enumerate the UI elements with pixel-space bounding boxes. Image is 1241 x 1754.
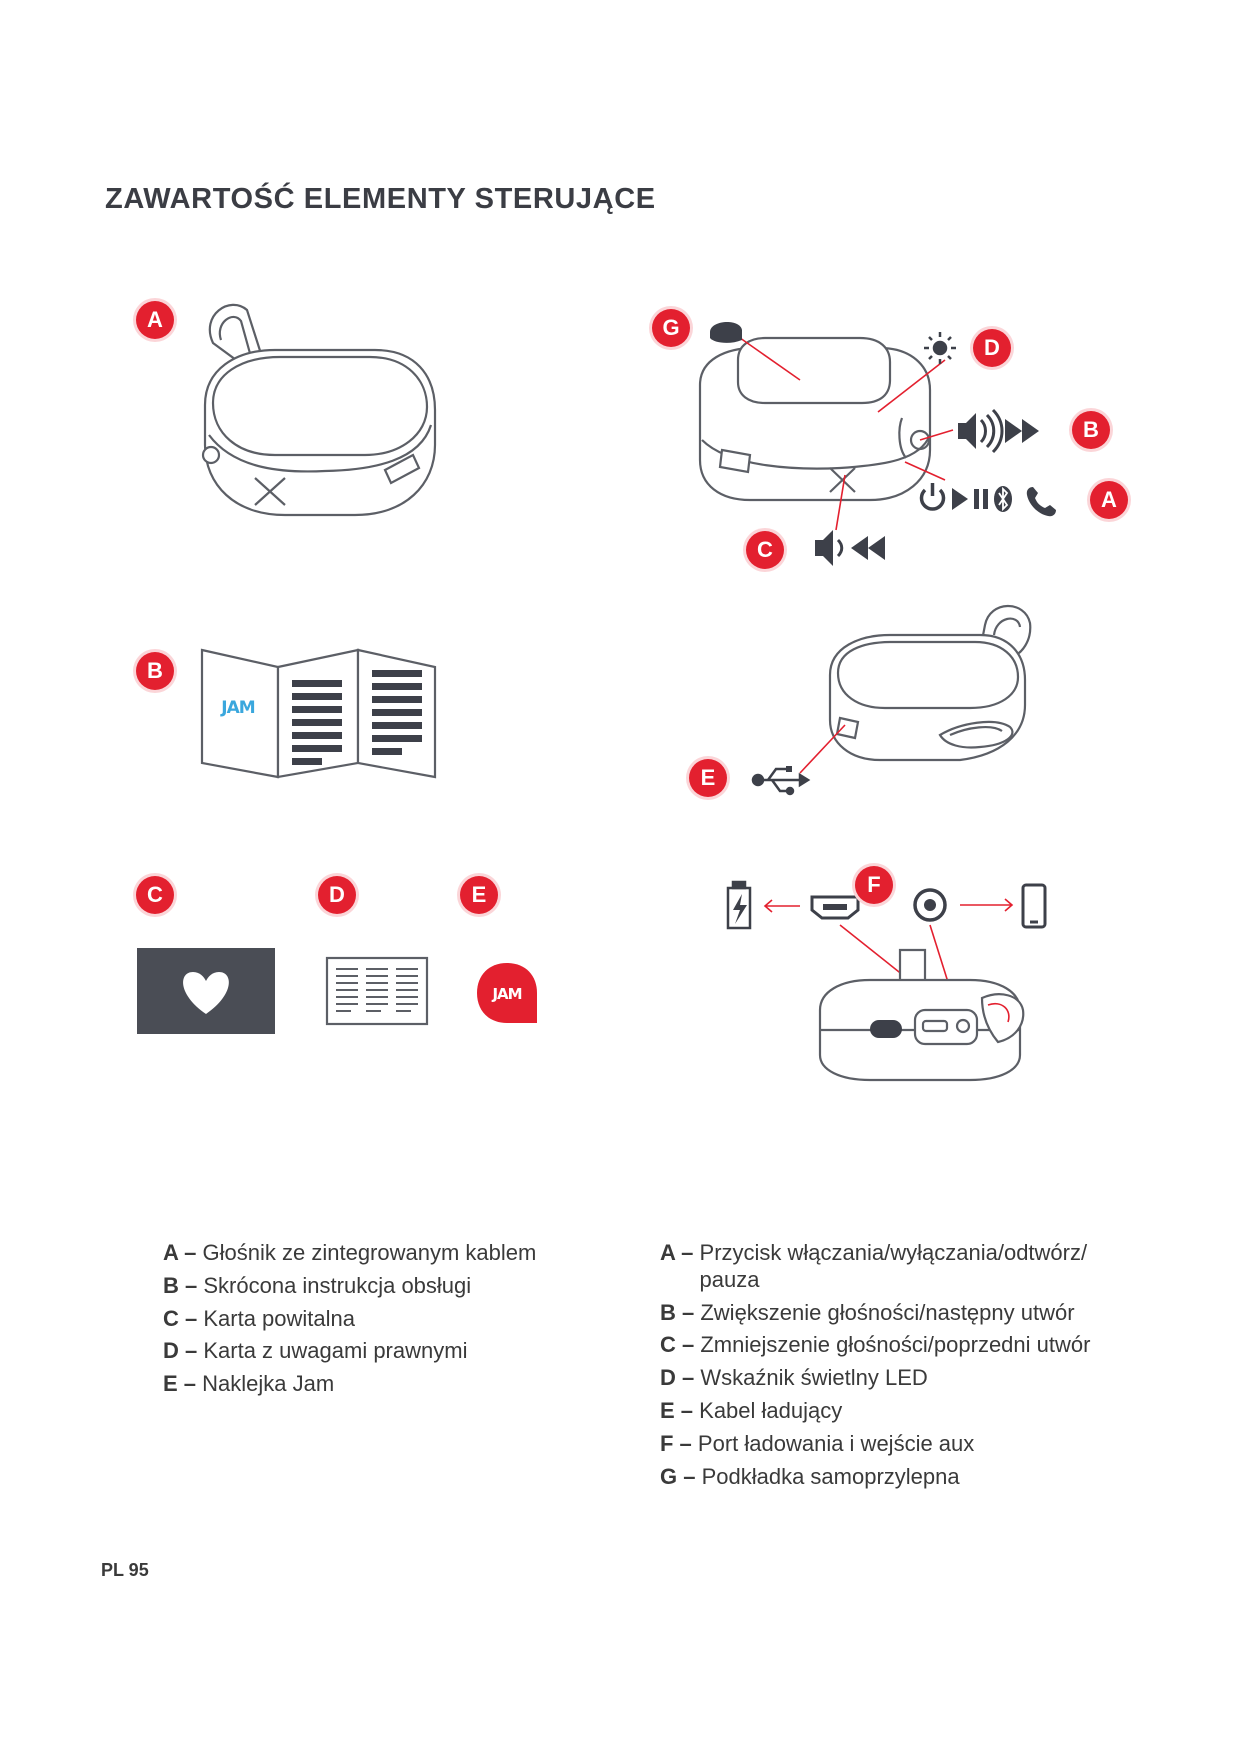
list-item: B – Skrócona instrukcja obsługi — [163, 1272, 472, 1298]
badge-controls-c: C — [746, 531, 784, 569]
heart-icon — [183, 972, 229, 1014]
page-title: ZAWARTOŚĆ ELEMENTY STERUJĄCE — [105, 183, 656, 215]
play-icon — [952, 488, 968, 510]
quick-start-guide-illustration: JAM — [200, 648, 437, 779]
list-item: A – Przycisk włączania/wyłączania/odtwór… — [660, 1240, 1088, 1292]
usb-icon — [751, 766, 811, 796]
list-item: C – Zmniejszenie głośności/poprzedni utw… — [660, 1332, 1091, 1358]
volume-down-icon — [815, 530, 844, 566]
contents-legend: A – Głośnik ze zintegrowanym kablem B – … — [163, 1240, 603, 1404]
pause-icon — [974, 489, 988, 509]
badge-controls-f: F — [855, 866, 893, 904]
list-item: C – Karta powitalna — [163, 1305, 356, 1331]
page-number: PL 95 — [101, 1560, 149, 1580]
phone-icon — [1026, 487, 1056, 517]
badge-contents-b: B — [136, 652, 174, 690]
badge-controls-g: G — [652, 309, 690, 347]
badge-controls-b: B — [1072, 411, 1110, 449]
smartphone-icon — [1021, 883, 1047, 929]
list-item: E – Naklejka Jam — [163, 1371, 335, 1397]
jam-logo-icon: JAM — [220, 698, 255, 718]
list-item: E – Kabel ładujący — [660, 1398, 843, 1424]
previous-track-icon — [851, 536, 885, 560]
list-item: G – Podkładka samoprzylepna — [660, 1463, 960, 1489]
next-track-icon — [1005, 419, 1039, 443]
badge-controls-d: D — [973, 329, 1011, 367]
badge-controls-e: E — [689, 759, 727, 797]
welcome-card-illustration — [137, 948, 275, 1034]
charging-cable-illustration — [751, 604, 1032, 796]
list-item: D – Karta z uwagami prawnymi — [163, 1338, 468, 1364]
led-indicator-icon — [924, 332, 956, 364]
badge-contents-a: A — [136, 301, 174, 339]
battery-charging-icon — [726, 880, 752, 930]
charging-port-aux-illustration — [726, 880, 1047, 1082]
controls-legend: A – Przycisk włączania/wyłączania/odtwór… — [660, 1240, 1140, 1497]
micro-usb-port-icon — [810, 895, 860, 920]
list-item: F – Port ładowania i wejście aux — [660, 1430, 975, 1456]
list-item: D – Wskaźnik świetlny LED — [660, 1365, 928, 1391]
svg-text:JAM: JAM — [491, 985, 521, 1003]
speaker-controls-illustration — [698, 321, 1056, 566]
svg-text:JAM: JAM — [220, 698, 254, 718]
volume-up-icon — [958, 408, 1004, 454]
badge-contents-d: D — [318, 876, 356, 914]
list-item: A – Głośnik ze zintegrowanym kablem — [163, 1240, 537, 1265]
badge-controls-a: A — [1090, 481, 1128, 519]
aux-input-icon — [913, 888, 947, 922]
jam-sticker-illustration: JAM — [477, 963, 537, 1023]
bluetooth-icon — [994, 486, 1012, 512]
legal-notes-card-illustration — [325, 956, 429, 1026]
badge-contents-e: E — [460, 876, 498, 914]
list-item: B – Zwiększenie głośności/następny utwór — [660, 1299, 1075, 1325]
adhesive-pad-icon — [710, 321, 742, 343]
speaker-with-strap-illustration — [201, 303, 437, 517]
power-icon — [919, 483, 946, 511]
badge-contents-c: C — [136, 876, 174, 914]
